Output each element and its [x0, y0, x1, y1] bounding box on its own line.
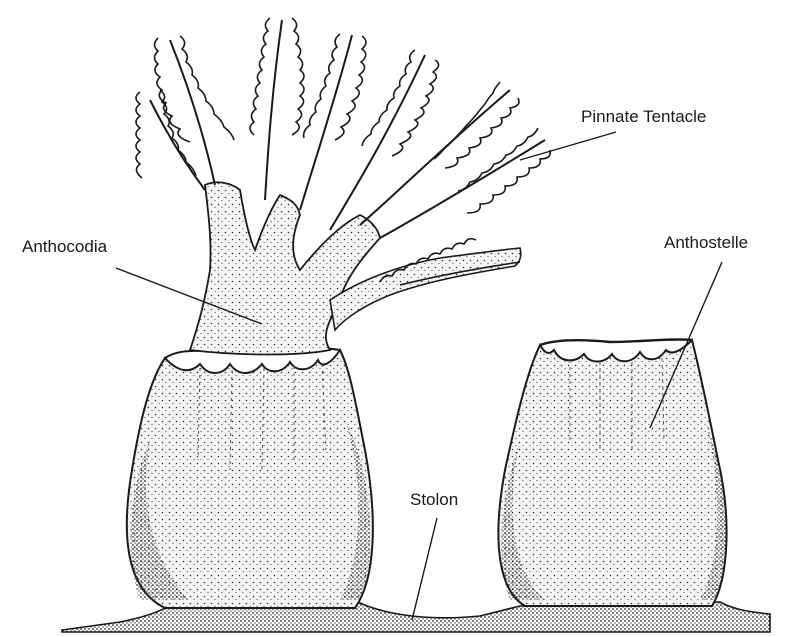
- label-stolon: Stolon: [410, 490, 458, 510]
- anthocodia-column: [190, 182, 521, 354]
- label-anthostelle: Anthostelle: [664, 233, 748, 253]
- left-anthostele: [127, 346, 373, 608]
- label-pinnate-tentacle: Pinnate Tentacle: [581, 107, 706, 127]
- right-anthostele: [498, 339, 726, 606]
- leader-stolon: [412, 518, 437, 620]
- label-anthocodia: Anthocodia: [22, 237, 107, 257]
